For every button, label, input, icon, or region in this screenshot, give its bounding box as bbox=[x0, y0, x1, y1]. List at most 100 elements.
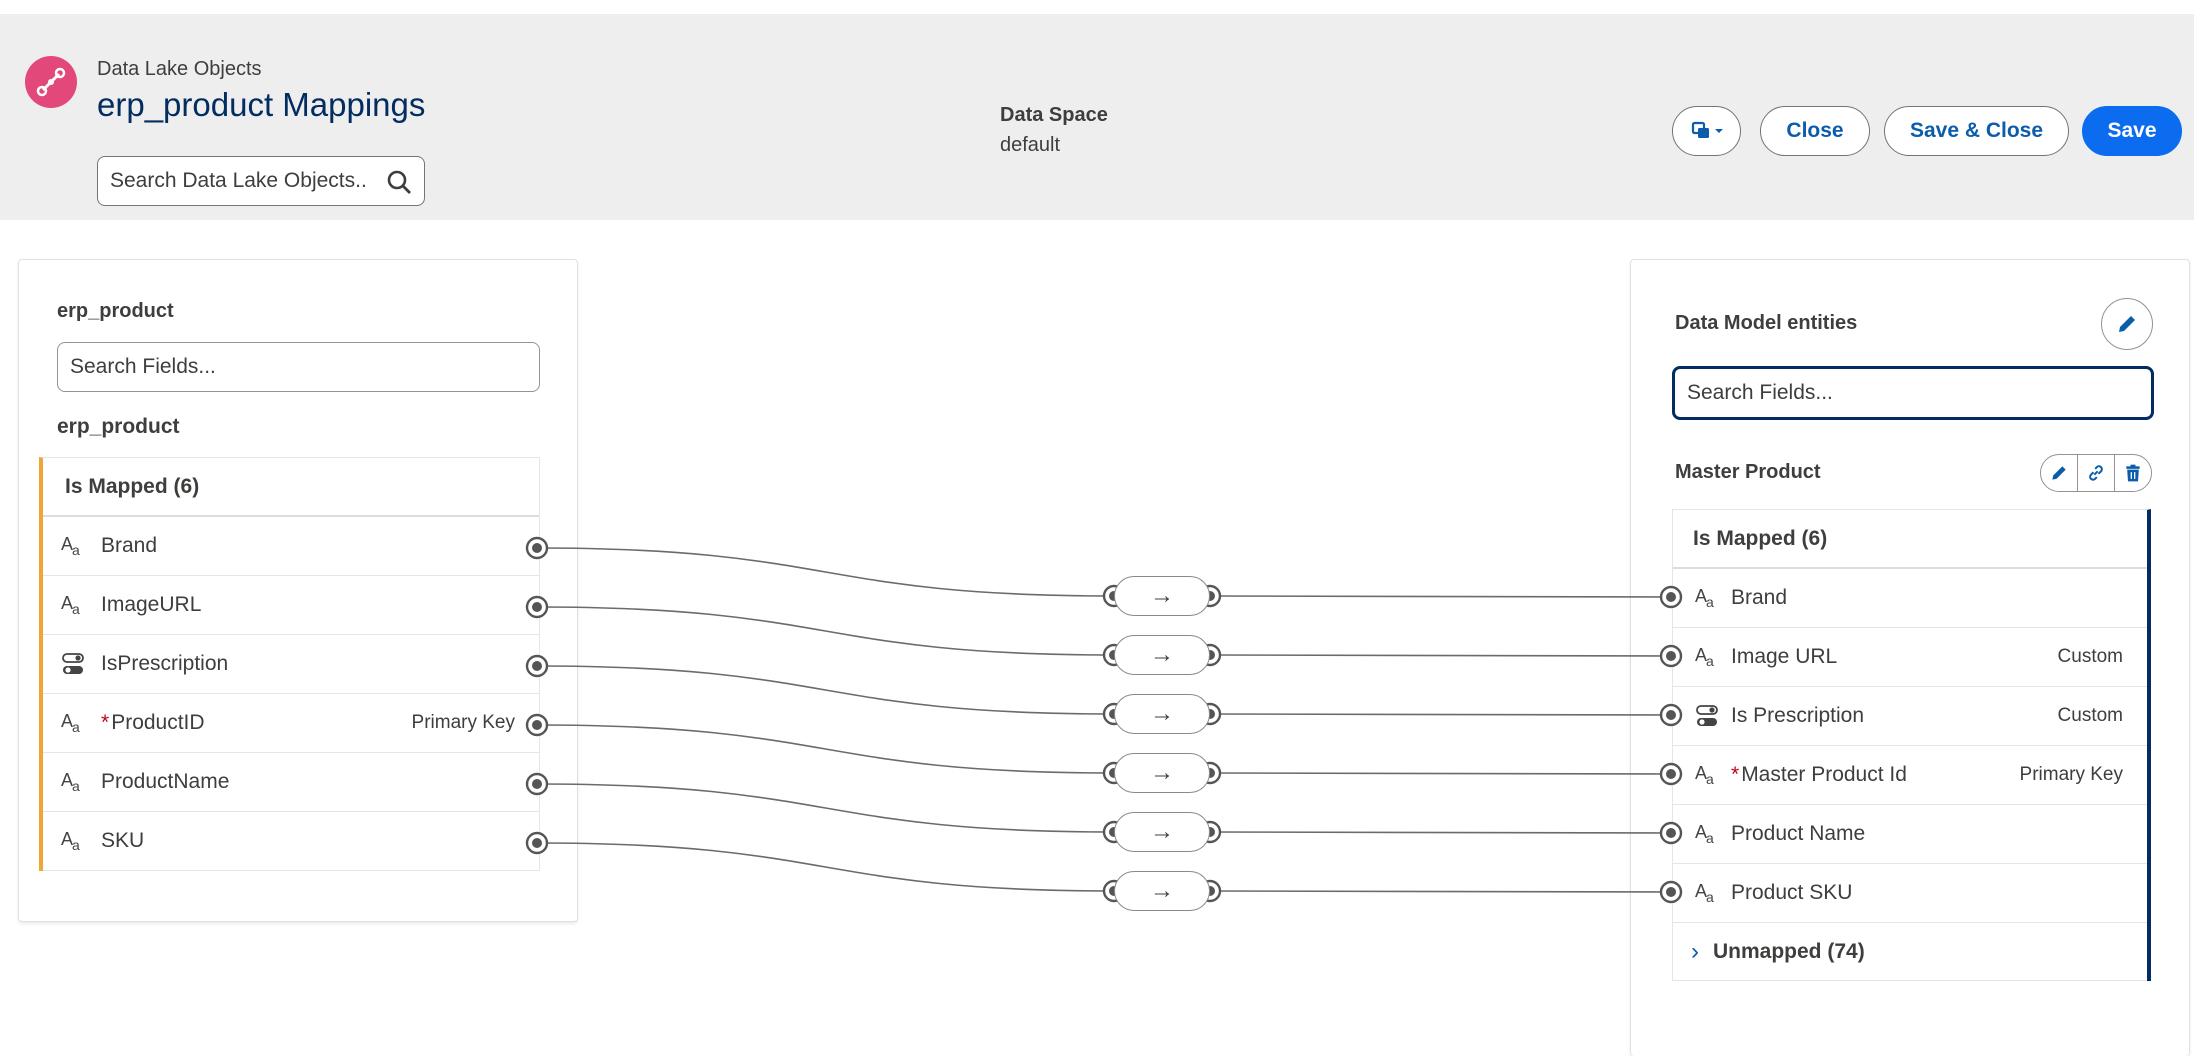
source-connector-line bbox=[536, 783, 1115, 833]
toggle-type-icon bbox=[1696, 705, 1718, 726]
link-icon bbox=[2089, 465, 2103, 481]
page-title: erp_product Mappings bbox=[97, 86, 426, 123]
trash-icon bbox=[2126, 464, 2140, 482]
mapping-icon bbox=[1691, 121, 1723, 138]
target-connector-line bbox=[1209, 831, 1672, 834]
chevron-right-icon: › bbox=[1691, 937, 1699, 965]
mapping-node[interactable]: → bbox=[1114, 753, 1210, 793]
required-marker: * bbox=[101, 711, 110, 734]
mapping-node[interactable]: → bbox=[1114, 576, 1210, 616]
save-and-close-button[interactable]: Save & Close bbox=[1884, 106, 2069, 156]
source-field-name: Brand bbox=[101, 534, 158, 557]
target-field-name: *Master Product Id bbox=[1731, 763, 1907, 787]
toggle-type-icon bbox=[62, 653, 84, 674]
edit-entity-button[interactable] bbox=[2041, 455, 2078, 491]
target-mapped-group[interactable]: Is Mapped (6) bbox=[1673, 510, 2147, 569]
target-connector-line bbox=[1209, 654, 1672, 657]
source-field-label: ProductID bbox=[111, 711, 205, 734]
required-marker: * bbox=[1731, 763, 1740, 786]
search-data-lake-objects[interactable] bbox=[97, 156, 425, 206]
source-panel-heading: erp_product bbox=[57, 300, 174, 322]
mapping-node[interactable]: → bbox=[1114, 694, 1210, 734]
source-mapped-group[interactable]: Is Mapped (6) bbox=[43, 458, 539, 517]
edit-entities-button[interactable] bbox=[2101, 298, 2153, 350]
close-button[interactable]: Close bbox=[1760, 106, 1870, 156]
unmapped-label: Unmapped (74) bbox=[1713, 939, 1865, 963]
source-field-name: *ProductID bbox=[101, 711, 205, 735]
source-field-name: ProductName bbox=[101, 770, 230, 793]
source-connector-line bbox=[536, 724, 1115, 774]
data-space-label: Data Space bbox=[1000, 104, 1108, 126]
entity-name: Master Product bbox=[1675, 461, 1821, 483]
arrow-right-icon: → bbox=[1150, 877, 1174, 904]
target-field-label: Master Product Id bbox=[1741, 763, 1907, 786]
source-connector-line bbox=[536, 842, 1115, 892]
target-field-name: Product SKU bbox=[1731, 881, 1853, 904]
pencil-icon bbox=[2119, 316, 2135, 332]
primary-key-tag: Primary Key bbox=[411, 712, 515, 733]
source-connector-line bbox=[536, 665, 1115, 715]
target-field-name: Is Prescription bbox=[1731, 704, 1865, 727]
source-field-name: ImageURL bbox=[101, 593, 202, 616]
custom-tag: Custom bbox=[2057, 646, 2123, 667]
mapping-options-button[interactable] bbox=[1672, 106, 1741, 156]
target-field-name: Product Name bbox=[1731, 822, 1866, 845]
arrow-right-icon: → bbox=[1150, 759, 1174, 786]
target-field-row[interactable]: Is Prescription Custom bbox=[1673, 687, 2147, 746]
entity-actions bbox=[2040, 454, 2152, 492]
target-field-name: Brand bbox=[1731, 586, 1788, 609]
link-entity-button[interactable] bbox=[2078, 455, 2115, 491]
source-field-search-input[interactable] bbox=[70, 355, 539, 379]
search-data-lake-objects-input[interactable] bbox=[110, 169, 424, 193]
primary-key-tag: Primary Key bbox=[2019, 764, 2123, 785]
data-space-value: default bbox=[1000, 134, 1061, 156]
custom-tag: Custom bbox=[2057, 705, 2123, 726]
page-header: Data Lake Objects erp_product Mappings D… bbox=[0, 14, 2194, 220]
search-icon[interactable] bbox=[386, 169, 412, 195]
delete-entity-button[interactable] bbox=[2115, 455, 2151, 491]
arrow-right-icon: → bbox=[1150, 818, 1174, 845]
target-field-search-input[interactable] bbox=[1687, 381, 2151, 405]
source-connector-line bbox=[536, 547, 1115, 597]
save-button[interactable]: Save bbox=[2082, 106, 2182, 156]
source-field-search[interactable] bbox=[57, 342, 540, 392]
target-connector-line bbox=[1209, 772, 1672, 775]
arrow-right-icon: → bbox=[1150, 582, 1174, 609]
mapping-node[interactable]: → bbox=[1114, 812, 1210, 852]
unmapped-group[interactable]: › Unmapped (74) bbox=[1673, 923, 2147, 981]
mapping-node[interactable]: → bbox=[1114, 635, 1210, 675]
target-connector-line bbox=[1209, 713, 1672, 716]
page-subtitle: Data Lake Objects bbox=[97, 58, 262, 80]
target-field-search[interactable] bbox=[1672, 366, 2154, 420]
source-field-row[interactable]: IsPrescription bbox=[43, 635, 539, 694]
mapping-node[interactable]: → bbox=[1114, 871, 1210, 911]
target-field-name: Image URL bbox=[1731, 645, 1838, 668]
source-field-name: SKU bbox=[101, 829, 145, 852]
source-object-name: erp_product bbox=[57, 415, 180, 438]
pencil-icon bbox=[2052, 466, 2066, 480]
source-field-name: IsPrescription bbox=[101, 652, 229, 675]
target-connector-line bbox=[1209, 595, 1672, 598]
arrow-right-icon: → bbox=[1150, 641, 1174, 668]
